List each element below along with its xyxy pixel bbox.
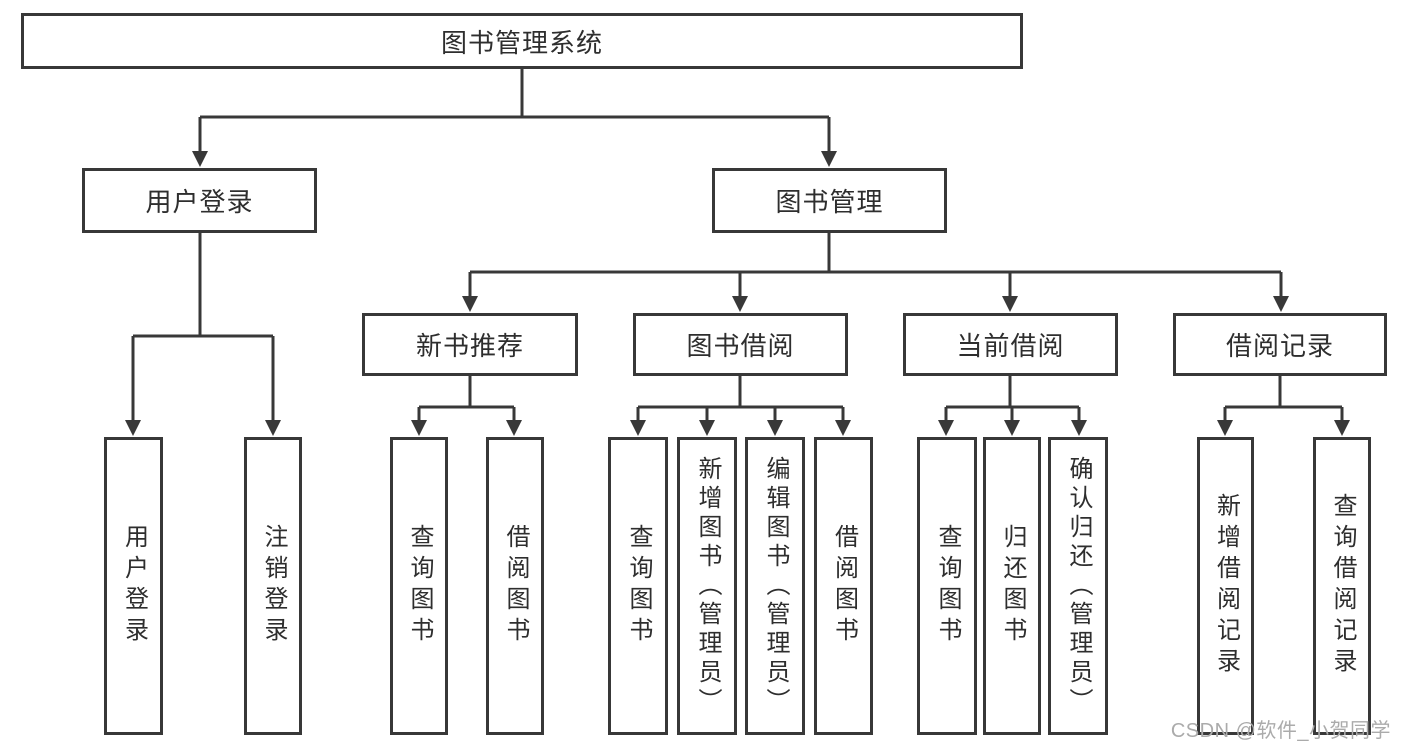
node-return-books-label: 归还图书 bbox=[999, 524, 1026, 648]
arrowhead-icon bbox=[192, 151, 208, 167]
arrowhead-icon bbox=[699, 420, 715, 436]
node-query-books-recommend-label: 查询图书 bbox=[406, 524, 433, 648]
arrowhead-icon bbox=[1004, 420, 1020, 436]
node-query-books-recommend: 查询图书 bbox=[390, 437, 448, 735]
node-borrowing-records: 借阅记录 bbox=[1173, 313, 1387, 376]
node-borrow-books-recommend-label: 借阅图书 bbox=[502, 524, 529, 648]
node-user-login-leaf: 用户登录 bbox=[104, 437, 163, 735]
arrowhead-icon bbox=[1217, 420, 1233, 436]
csdn-watermark: CSDN @软件_小贺同学 bbox=[1170, 720, 1391, 742]
node-current-borrowing: 当前借阅 bbox=[903, 313, 1118, 376]
node-logout-leaf: 注销登录 bbox=[244, 437, 302, 735]
arrowhead-icon bbox=[462, 296, 478, 312]
node-query-borrow-record: 查询借阅记录 bbox=[1313, 437, 1371, 735]
connector-user-login-group bbox=[131, 233, 275, 422]
node-edit-books-admin-label: 编辑图书（管理员） bbox=[762, 455, 789, 717]
node-book-borrowing: 图书借阅 bbox=[633, 313, 848, 376]
connector-current-borrowing-group bbox=[944, 376, 1081, 422]
arrowhead-icon bbox=[125, 420, 141, 436]
connector-book-borrowing-group bbox=[636, 376, 845, 422]
arrowhead-icon bbox=[835, 420, 851, 436]
arrowheads bbox=[125, 151, 1350, 436]
node-query-books-current-label: 查询图书 bbox=[934, 524, 961, 648]
arrowhead-icon bbox=[411, 420, 427, 436]
node-query-books-current: 查询图书 bbox=[917, 437, 977, 735]
node-query-borrow-record-label: 查询借阅记录 bbox=[1329, 493, 1356, 679]
node-logout-leaf-label: 注销登录 bbox=[260, 524, 287, 648]
node-query-books-borrowing-label: 查询图书 bbox=[625, 524, 652, 648]
arrowhead-icon bbox=[265, 420, 281, 436]
node-query-books-borrowing: 查询图书 bbox=[608, 437, 668, 735]
node-borrow-books-borrowing-label: 借阅图书 bbox=[830, 524, 858, 648]
node-add-borrow-record-label: 新增借阅记录 bbox=[1212, 493, 1240, 679]
arrowhead-icon bbox=[1071, 420, 1087, 436]
node-book-management: 图书管理 bbox=[712, 168, 947, 233]
arrowhead-icon bbox=[506, 420, 522, 436]
connector-root-to-level2 bbox=[198, 69, 831, 152]
node-confirm-return-admin-label: 确认归还（管理员） bbox=[1065, 455, 1092, 717]
node-user-login-leaf-label: 用户登录 bbox=[120, 524, 148, 648]
node-add-books-admin-label: 新增图书（管理员） bbox=[694, 455, 721, 717]
node-library-management-system: 图书管理系统 bbox=[21, 13, 1023, 69]
node-edit-books-admin: 编辑图书（管理员） bbox=[745, 437, 805, 735]
node-borrow-books-borrowing: 借阅图书 bbox=[814, 437, 873, 735]
arrowhead-icon bbox=[1002, 296, 1018, 312]
arrowhead-icon bbox=[1334, 420, 1350, 436]
node-add-books-admin: 新增图书（管理员） bbox=[677, 437, 737, 735]
connector-borrowing-records-group bbox=[1223, 376, 1344, 422]
connector-new-book-group bbox=[417, 376, 516, 422]
node-new-book-recommend: 新书推荐 bbox=[362, 313, 578, 376]
node-add-borrow-record: 新增借阅记录 bbox=[1197, 437, 1254, 735]
arrowhead-icon bbox=[821, 151, 837, 167]
node-confirm-return-admin: 确认归还（管理员） bbox=[1048, 437, 1108, 735]
arrowhead-icon bbox=[1273, 296, 1289, 312]
arrowhead-icon bbox=[732, 296, 748, 312]
node-borrow-books-recommend: 借阅图书 bbox=[486, 437, 544, 735]
arrowhead-icon bbox=[630, 420, 646, 436]
arrowhead-icon bbox=[938, 420, 954, 436]
arrowhead-icon bbox=[767, 420, 783, 436]
connector-book-management-group bbox=[468, 233, 1283, 298]
node-return-books: 归还图书 bbox=[983, 437, 1041, 735]
node-user-login: 用户登录 bbox=[82, 168, 317, 233]
